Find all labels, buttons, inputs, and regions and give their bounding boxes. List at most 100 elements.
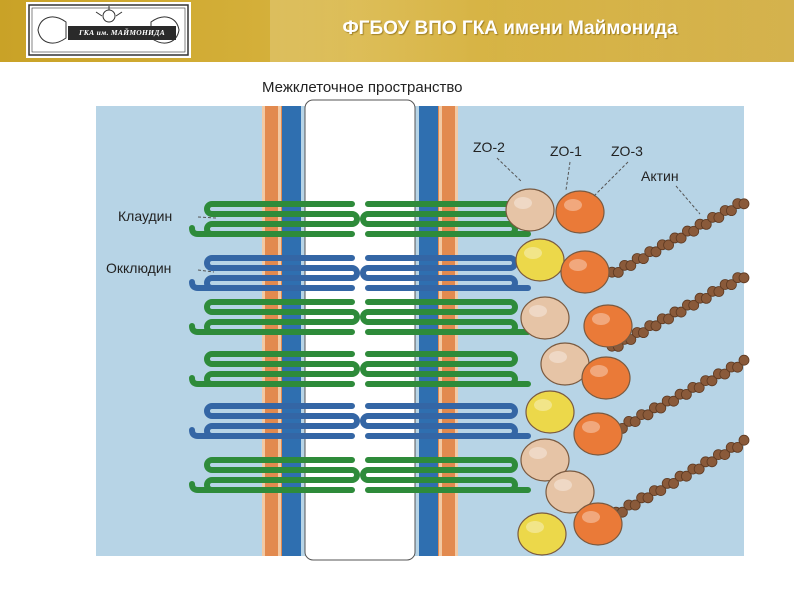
zo2-protein xyxy=(520,438,570,482)
actin-bead xyxy=(688,299,700,311)
claudin-left-tail xyxy=(189,225,215,237)
zo2-highlight xyxy=(514,197,532,209)
tight-junction-diagram xyxy=(96,99,750,561)
zo3-highlight xyxy=(526,521,544,533)
actin-bead xyxy=(668,395,679,407)
zo2-protein xyxy=(520,296,570,340)
claudin-left-loop xyxy=(204,299,360,335)
emblem-icon xyxy=(28,4,189,56)
actin-bead xyxy=(642,409,654,421)
actin-bead xyxy=(693,463,705,475)
zo1-highlight xyxy=(590,365,608,377)
claudin-strand xyxy=(189,299,531,335)
actin-bead xyxy=(719,449,731,461)
actin-bead xyxy=(700,292,712,304)
claudin-right-loop xyxy=(360,457,518,493)
zo1-highlight xyxy=(569,259,587,271)
actin-bead xyxy=(668,477,679,489)
actin-bead xyxy=(738,434,750,446)
occludin-right-loop xyxy=(360,403,518,439)
occludin-left-loop xyxy=(204,255,360,291)
actin-bead xyxy=(726,205,737,217)
claudin-left-loop xyxy=(204,457,360,493)
actin-bead xyxy=(713,212,725,223)
actin-bead xyxy=(625,260,637,271)
occludin-strand xyxy=(189,255,531,291)
actin-bead xyxy=(713,286,725,297)
actin-bead xyxy=(612,266,624,278)
actin-bead xyxy=(719,368,731,380)
claudin-right-loop xyxy=(360,351,518,387)
actin-bead xyxy=(693,382,705,394)
actin-bead xyxy=(688,225,700,237)
intercellular-space-label: Межклеточное пространство xyxy=(262,79,463,96)
zo3-protein xyxy=(517,512,567,556)
actin-bead xyxy=(629,499,641,511)
zo1-highlight xyxy=(582,511,600,523)
zo3-protein xyxy=(515,238,565,282)
claudin-left-loop xyxy=(204,201,360,237)
occludin-label: Окклюдин xyxy=(106,260,172,276)
claudin-strand xyxy=(189,351,531,387)
zo2-label: ZO-2 xyxy=(473,139,505,155)
actin-bead xyxy=(655,485,667,497)
actin-filament xyxy=(606,198,750,278)
claudin-right-loop xyxy=(360,299,518,335)
claudin-label: Клаудин xyxy=(118,208,173,224)
actin-bead xyxy=(732,361,743,373)
zo1-highlight xyxy=(564,199,582,211)
zo2-highlight xyxy=(554,479,572,491)
zo3-label: ZO-3 xyxy=(611,143,643,159)
actin-bead xyxy=(738,272,750,284)
zo-protein-cluster xyxy=(505,188,633,556)
zo2-highlight xyxy=(529,447,547,459)
zo1-protein xyxy=(581,356,631,400)
claudin-strand xyxy=(189,457,531,493)
occludin-strand xyxy=(189,403,531,439)
actin-bead xyxy=(732,441,743,453)
actin-bead xyxy=(675,306,687,318)
zo2-protein xyxy=(545,470,595,514)
actin-bead xyxy=(681,388,692,400)
claudin-left-tail xyxy=(189,375,215,387)
actin-bead xyxy=(738,354,750,366)
actin-bead xyxy=(629,416,641,428)
actin-bead xyxy=(655,402,667,414)
claudin-left-tail xyxy=(189,323,215,335)
zo1-protein xyxy=(560,250,610,294)
actin-bead xyxy=(738,198,750,210)
zo2-highlight xyxy=(529,305,547,317)
zo1-label: ZO-1 xyxy=(550,143,582,159)
logo-text: ГКА им. МАЙМОНИДА xyxy=(78,28,166,37)
academy-logo: ГКА им. МАЙМОНИДА xyxy=(26,2,191,58)
zo1-protein xyxy=(573,412,623,456)
zo1-highlight xyxy=(582,421,600,433)
zo3-protein xyxy=(525,390,575,434)
zo1-protein xyxy=(583,304,633,348)
actin-bead xyxy=(675,232,687,244)
zo3-highlight xyxy=(534,399,552,411)
occludin-left-loop xyxy=(204,403,360,439)
zo1-protein xyxy=(555,190,605,234)
zo1-highlight xyxy=(592,313,610,325)
zo3-highlight xyxy=(524,247,542,259)
actin-bead xyxy=(663,313,674,325)
zo2-highlight xyxy=(549,351,567,363)
actin-bead xyxy=(642,492,654,504)
actin-bead xyxy=(650,246,662,258)
actin-bead xyxy=(706,375,718,387)
header-bar: ГКА им. МАЙМОНИДА ФГБОУ ВПО ГКА имени Ма… xyxy=(0,0,794,62)
actin-bead xyxy=(700,218,712,230)
claudin-left-tail xyxy=(189,481,215,493)
actin-label: Актин xyxy=(641,168,679,184)
actin-bead xyxy=(726,279,737,291)
actin-bead xyxy=(650,320,662,332)
header-sheen xyxy=(270,0,794,62)
occludin-left-tail xyxy=(189,427,215,439)
label-leaders xyxy=(197,157,701,273)
occludin-left-tail xyxy=(189,279,215,291)
actin-bead xyxy=(638,253,649,265)
zo2-protein xyxy=(505,188,555,232)
actin-bead xyxy=(706,456,718,468)
page-title: ФГБОУ ВПО ГКА имени Маймонида xyxy=(342,18,678,39)
